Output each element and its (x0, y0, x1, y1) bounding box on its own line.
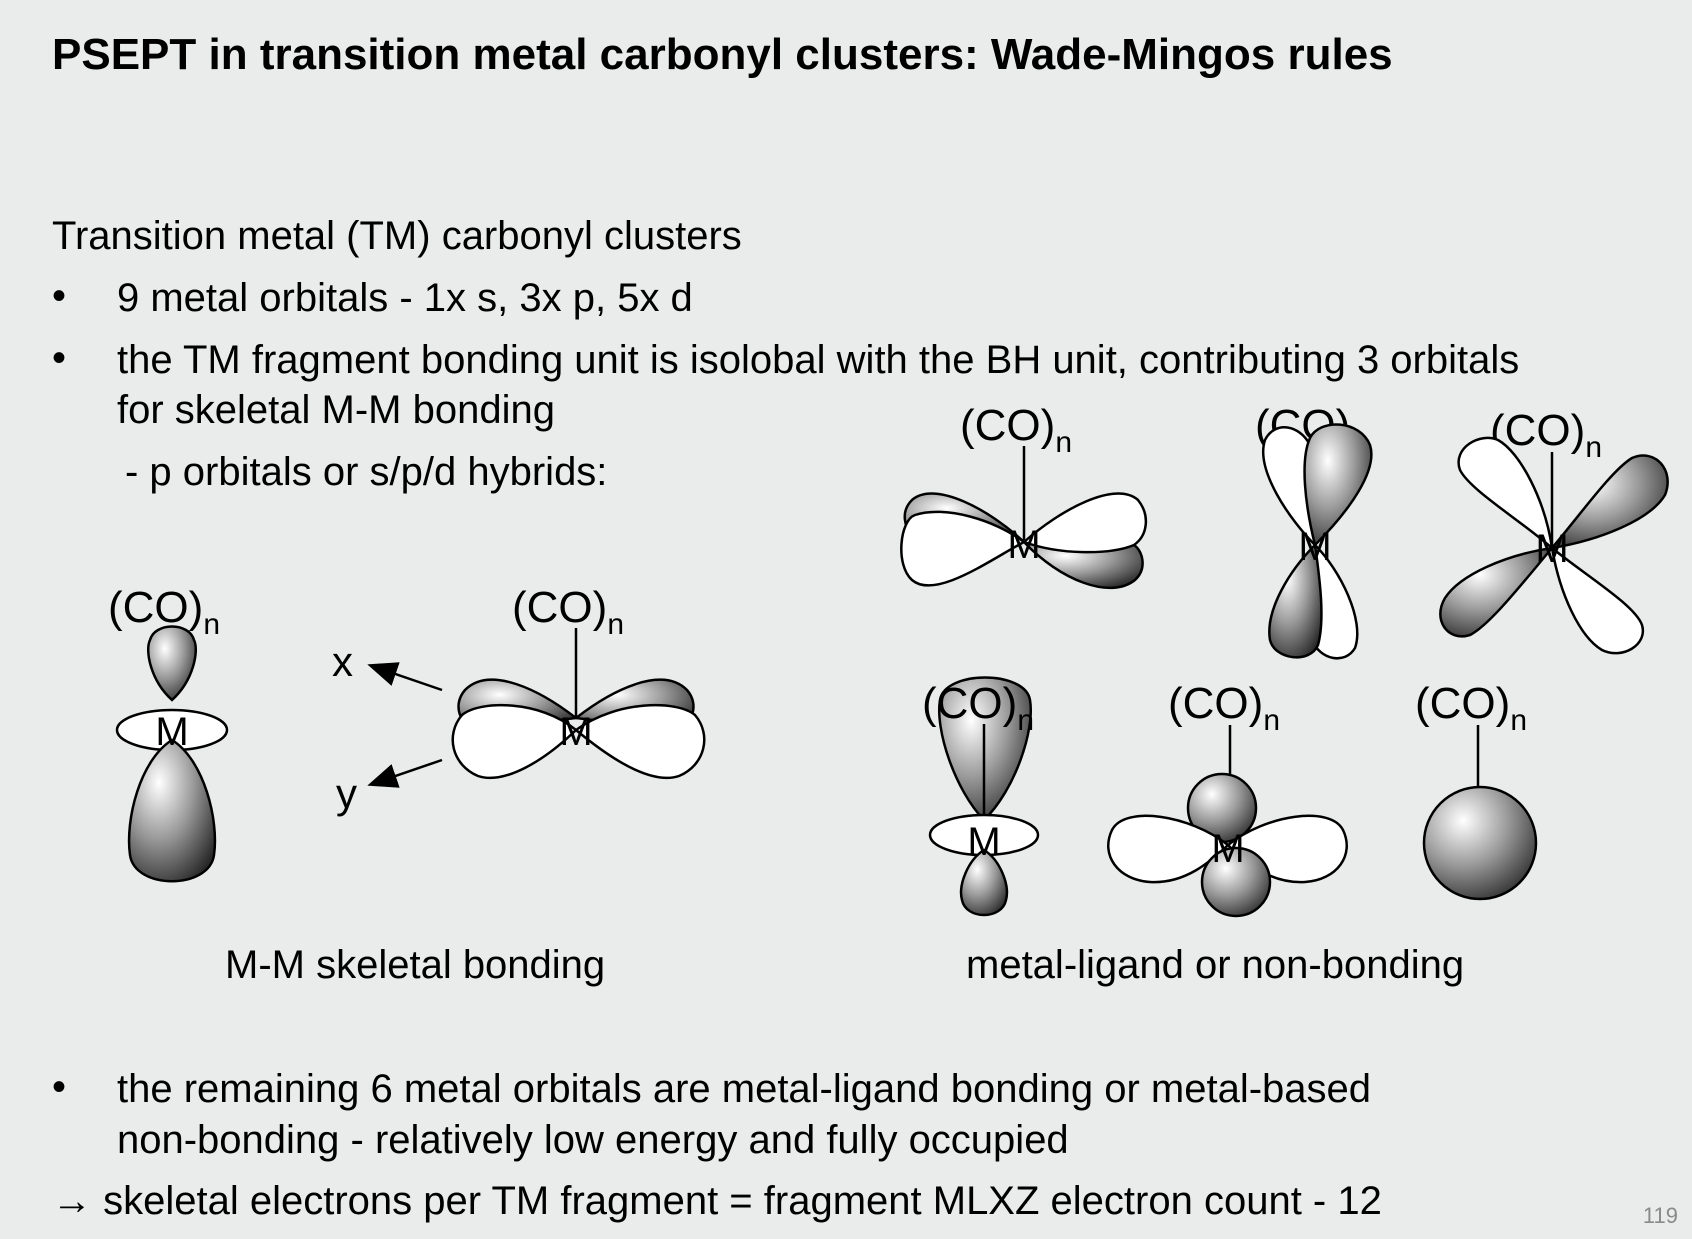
slide-title: PSEPT in transition metal carbonyl clust… (52, 30, 1393, 79)
orbital-d-vertical: (CO)n M (1255, 401, 1373, 660)
conclusion-text: → skeletal electrons per TM fragment = f… (52, 1179, 1382, 1223)
bullet-isolobal-line2: for skeletal M-M bonding (117, 388, 555, 432)
bullet-metal-orbitals: 9 metal orbitals - 1x s, 3x p, 5x d (117, 276, 693, 320)
bullet-isolobal-line1: the TM fragment bonding unit is isolobal… (117, 338, 1520, 382)
metal-label: M (1535, 527, 1568, 571)
bullet-marker: • (52, 336, 67, 380)
page-number: 119 (1642, 1203, 1678, 1228)
caption-metal-ligand: metal-ligand or non-bonding (966, 943, 1464, 987)
metal-label: M (155, 710, 188, 754)
ligand-label: (CO) (108, 583, 203, 632)
ligand-label: (CO) (960, 401, 1055, 450)
caption-mm-skeletal: M-M skeletal bonding (225, 943, 605, 987)
metal-label: M (1298, 525, 1331, 569)
ligand-label: (CO) (922, 679, 1017, 728)
orbital-s: (CO)n (1415, 679, 1538, 901)
ligand-label: (CO) (512, 583, 607, 632)
metal-label: M (1007, 523, 1040, 567)
orbital-pxpy: (CO)n M (451, 583, 706, 780)
metal-label: M (1211, 827, 1244, 871)
orbital-d-clover: (CO)n M (1439, 406, 1669, 655)
svg-text:(CO)n: (CO)n (512, 583, 624, 641)
bullet-marker: • (52, 274, 67, 318)
ligand-label: (CO) (1168, 679, 1263, 728)
svg-text:(CO)n: (CO)n (108, 583, 220, 641)
orbital-d-mixed: (CO)n M (1107, 679, 1348, 918)
axis-y-label: y (336, 770, 357, 817)
bullet-marker: • (52, 1065, 67, 1109)
axis-x-label: x (332, 638, 353, 685)
sub-note: - p orbitals or s/p/d hybrids: (125, 450, 608, 494)
orbital-pz-hybrid: (CO)n M (108, 583, 229, 883)
metal-label: M (967, 820, 1000, 864)
ligand-label: (CO) (1415, 679, 1510, 728)
orbital-sp-hybrid: (CO)n M (922, 676, 1040, 917)
svg-text:(CO)n: (CO)n (1415, 679, 1527, 737)
orbital-d-horizontal: (CO)n M (900, 401, 1147, 590)
bullet-remaining-line1: the remaining 6 metal orbitals are metal… (117, 1067, 1372, 1111)
axis-indicator: x y (332, 638, 443, 817)
metal-label: M (559, 710, 592, 754)
bullet-remaining-line2: non-bonding - relatively low energy and … (117, 1118, 1069, 1162)
svg-text:(CO)n: (CO)n (960, 401, 1072, 459)
intro-text: Transition metal (TM) carbonyl clusters (52, 214, 742, 258)
svg-text:(CO)n: (CO)n (1168, 679, 1280, 737)
svg-text:(CO)n: (CO)n (922, 679, 1034, 737)
